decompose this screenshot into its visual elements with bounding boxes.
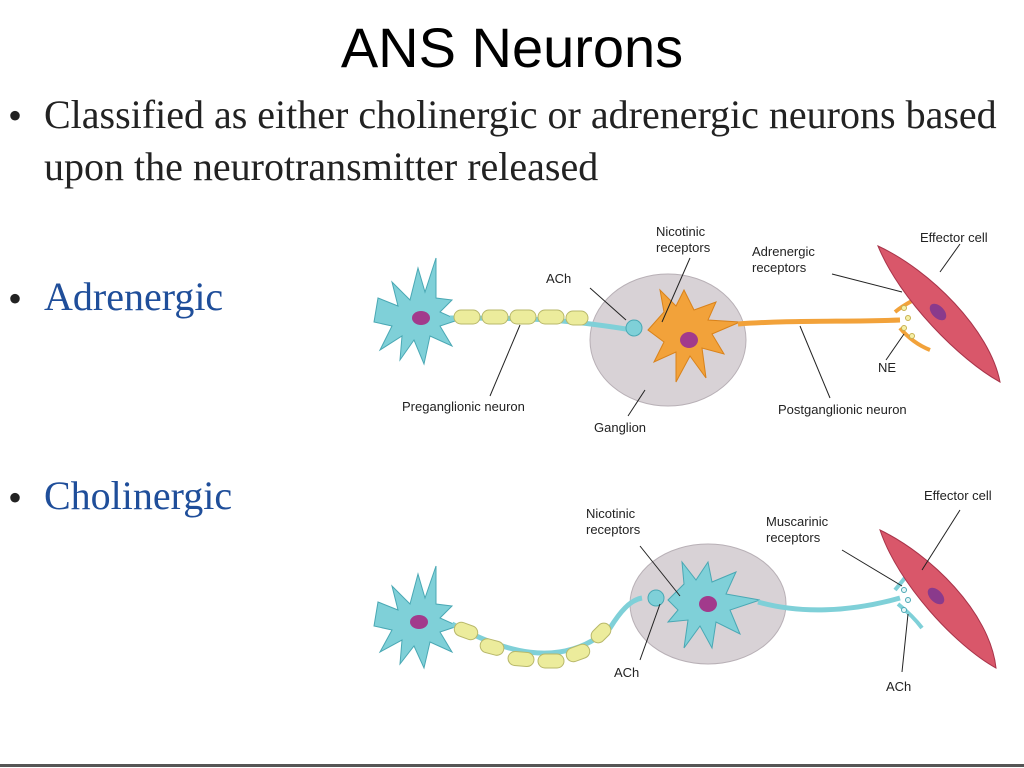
ach-terminal: [647, 589, 665, 607]
ach-terminal: [625, 319, 643, 337]
label-nicotinic-receptors: Nicotinic: [656, 224, 706, 239]
label-muscarinic-receptors: Muscarinic: [766, 514, 829, 529]
myelin-sheath: [453, 621, 612, 669]
label-preganglionic-neuron: Preganglionic neuron: [402, 399, 525, 414]
bullet-marker: •: [8, 475, 23, 520]
label-nicotinic-receptors: receptors: [656, 240, 711, 255]
cholinergic-pathway-diagram: Nicotinic receptors Muscarinic receptors…: [373, 488, 997, 694]
nucleus: [699, 596, 717, 612]
bullet-adrenergic: Adrenergic: [44, 274, 224, 319]
bottom-divider: [0, 764, 1024, 767]
label-ne: NE: [878, 360, 896, 375]
postganglionic-axon: [737, 317, 901, 327]
label-adrenergic-receptors: Adrenergic: [752, 244, 815, 259]
effector-cell: [877, 245, 1001, 383]
label-ach: ACh: [886, 679, 911, 694]
nucleus: [410, 615, 428, 629]
label-effector-cell: Effector cell: [924, 488, 992, 503]
bullet-cholinergic: Cholinergic: [44, 473, 233, 518]
slide-title: ANS Neurons: [340, 16, 684, 79]
adrenergic-pathway-diagram: Nicotinic receptors ACh Adrenergic recep…: [373, 224, 1001, 435]
label-ach: ACh: [546, 271, 571, 286]
ach-vesicles: [901, 587, 911, 613]
label-nicotinic-receptors: receptors: [586, 522, 641, 537]
bullet-marker: •: [8, 276, 23, 321]
label-nicotinic-receptors: Nicotinic: [586, 506, 636, 521]
nucleus: [412, 311, 430, 325]
label-ach: ACh: [614, 665, 639, 680]
nucleus: [680, 332, 698, 348]
label-postganglionic-neuron: Postganglionic neuron: [778, 402, 907, 417]
postganglionic-axon: [757, 595, 901, 613]
ne-vesicles: [901, 305, 915, 339]
label-effector-cell: Effector cell: [920, 230, 988, 245]
preganglionic-cell-body: [373, 257, 460, 366]
label-muscarinic-receptors: receptors: [766, 530, 821, 545]
label-ganglion: Ganglion: [594, 420, 646, 435]
bullet-classification: Classified as either cholinergic or adre…: [44, 92, 997, 189]
bullet-marker: •: [8, 93, 23, 138]
myelin-sheath: [453, 309, 589, 326]
label-adrenergic-receptors: receptors: [752, 260, 807, 275]
